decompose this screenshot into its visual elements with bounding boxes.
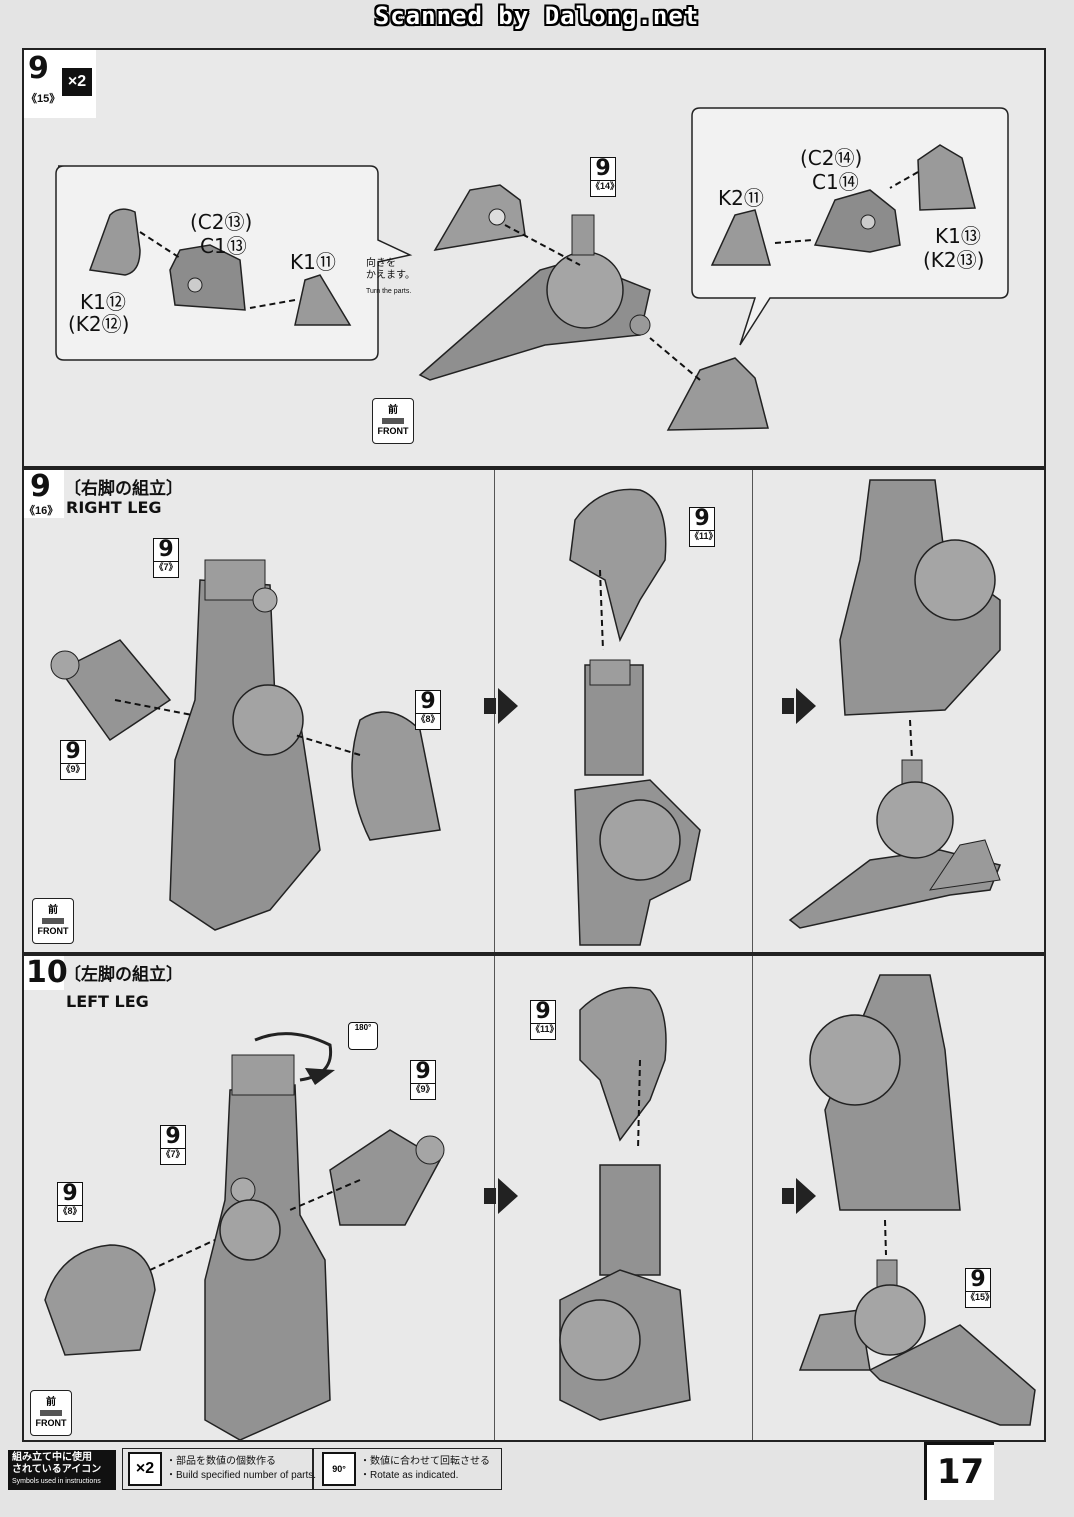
front-en: FRONT: [377, 426, 409, 436]
next-arrow: [484, 688, 518, 724]
front-en: FRONT: [35, 1418, 67, 1428]
divider: [752, 956, 753, 1440]
step-9-header: 9 《15》 ×2: [24, 50, 96, 118]
front-indicator: 前 FRONT: [30, 1390, 72, 1436]
ref-sub: 《8》: [416, 713, 440, 724]
left-leg-title-jp: 〔左脚の組立〕: [64, 965, 183, 985]
rot-jp: ・数値に合わせて回転させる: [360, 1456, 490, 1467]
front-icon: [382, 418, 404, 424]
ref-num: 9: [62, 1181, 78, 1206]
step-sub: 《15》: [26, 93, 61, 105]
front-jp: 前: [46, 1397, 56, 1408]
ref-sub: 《11》: [531, 1023, 559, 1034]
x2-en: ・Build specified number of parts.: [166, 1470, 317, 1481]
rotate-description: ・数値に合わせて回転させる ・Rotate as indicated.: [360, 1455, 490, 1483]
turn-note-jp: 向きを かえます。: [366, 258, 415, 281]
ref-num: 9: [65, 739, 81, 764]
ref-box-11: 9 《11》: [689, 506, 718, 547]
watermark: Scanned by Dalong.net: [374, 2, 700, 30]
turn-note-en: Turn the parts.: [366, 288, 412, 295]
ref-sub: 《7》: [161, 1148, 185, 1159]
part-label-k2-13: (K2⑬): [923, 248, 985, 272]
front-jp: 前: [48, 905, 58, 916]
ref-box-9: 9 《9》: [410, 1060, 436, 1100]
multiplier-icon: ×2: [128, 1452, 162, 1486]
ref-sub: 《7》: [154, 561, 178, 572]
left-leg-title-en: LEFT LEG: [66, 992, 149, 1011]
next-arrow: [782, 1178, 816, 1214]
ref-sub: 《15》: [966, 1291, 995, 1302]
ref-box-15: 9 《15》: [965, 1267, 995, 1308]
ref-sub: 《11》: [690, 530, 718, 541]
ref-num: 9: [158, 537, 174, 562]
ref-sub: 《8》: [58, 1205, 82, 1216]
part-label-k2-12: (K2⑫): [68, 312, 130, 336]
x2-jp: ・部品を数値の個数作る: [166, 1456, 276, 1467]
front-indicator: 前 FRONT: [32, 898, 74, 944]
ref-box-8: 9 《8》: [415, 690, 441, 730]
right-leg-header: 9 《16》: [24, 470, 64, 518]
ref-num: 9: [535, 999, 551, 1024]
part-label-c1-13: C1⑬: [200, 234, 247, 258]
next-arrow: [484, 1178, 518, 1214]
step-number: 9: [30, 469, 51, 504]
front-indicator: 前 FRONT: [372, 398, 414, 444]
ref-num: 9: [415, 1059, 431, 1084]
front-icon: [42, 918, 64, 924]
ref-box-9: 9 《9》: [60, 740, 86, 780]
ref-sub: 《14》: [591, 180, 620, 191]
part-label-c2-14: (C2⑭): [800, 146, 863, 170]
front-jp: 前: [388, 405, 398, 416]
symbols-en: Symbols used in instructions: [12, 1478, 101, 1485]
part-label-k1-11: K1⑪: [290, 250, 336, 274]
ref-sub: 《9》: [411, 1083, 435, 1094]
part-label-k2-11: K2⑪: [718, 186, 764, 210]
ref-num: 9: [694, 506, 710, 531]
rotate-label: 180°: [354, 1023, 372, 1032]
part-label-k1-13: K1⑬: [935, 224, 981, 248]
next-arrow: [782, 688, 816, 724]
symbols-jp-2: されているアイコン: [12, 1464, 102, 1475]
ref-num: 9: [595, 156, 611, 181]
step-number: 10: [26, 955, 68, 990]
ref-box-14: 9 《14》: [590, 156, 620, 197]
ref-box-7: 9 《7》: [160, 1125, 186, 1165]
front-en: FRONT: [37, 926, 69, 936]
step-number: 9: [28, 51, 49, 86]
symbols-jp-1: 組み立て中に使用: [12, 1452, 92, 1463]
symbols-legend-title: 組み立て中に使用 されているアイコン Symbols used in instr…: [8, 1450, 116, 1490]
multiplier-badge: ×2: [62, 68, 92, 96]
multiplier-description: ・部品を数値の個数作る ・Build specified number of p…: [166, 1455, 316, 1483]
footer-divider: [312, 1448, 314, 1490]
right-leg-title-jp: 〔右脚の組立〕: [64, 479, 183, 499]
ref-num: 9: [970, 1267, 986, 1292]
divider: [752, 470, 753, 952]
ref-num: 9: [165, 1124, 181, 1149]
ref-box-8: 9 《8》: [57, 1182, 83, 1222]
ref-box-11: 9 《11》: [530, 999, 559, 1040]
left-leg-header: 10: [24, 956, 68, 990]
part-label-c2-13: (C2⑬): [190, 210, 253, 234]
part-label-k1-12: K1⑫: [80, 290, 126, 314]
rotate-180-icon: 180°: [348, 1022, 378, 1050]
step-sub: 《16》: [24, 505, 59, 517]
ref-box-7: 9 《7》: [153, 538, 179, 578]
part-label-c1-14: C1⑭: [812, 170, 859, 194]
ref-sub: 《9》: [61, 763, 85, 774]
right-leg-title-en: RIGHT LEG: [66, 498, 162, 517]
page-number: 17: [924, 1442, 994, 1500]
rot-en: ・Rotate as indicated.: [360, 1470, 459, 1481]
ref-num: 9: [420, 689, 436, 714]
rotate-icon: 90°: [322, 1452, 356, 1486]
front-icon: [40, 1410, 62, 1416]
